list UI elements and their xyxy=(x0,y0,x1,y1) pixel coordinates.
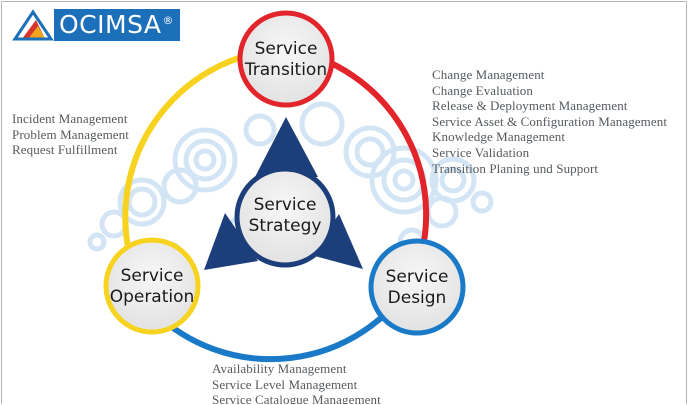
node-transition-circle xyxy=(237,10,335,108)
logo-wordmark: OCIMSA xyxy=(59,10,162,39)
list-item: Service Asset & Configuration Management xyxy=(432,113,668,129)
node-design-label: Service Design xyxy=(367,267,467,309)
node-operation-line1: Service xyxy=(120,266,184,286)
node-transition-line2: Transition xyxy=(244,60,328,80)
logo-mountain-icon xyxy=(12,9,54,41)
design-process-list: Availability Management Service Level Ma… xyxy=(212,361,381,404)
list-item: Incident Management xyxy=(12,111,128,126)
node-strategy-line1: Service xyxy=(253,195,317,215)
list-item: Service Catalogue Management xyxy=(212,392,381,404)
list-item: Release & Deployment Management xyxy=(432,98,628,114)
node-operation-circle xyxy=(103,237,201,335)
logo-trademark: ® xyxy=(162,14,175,27)
node-strategy-line2: Strategy xyxy=(248,216,322,236)
list-item: Availability Management xyxy=(212,361,347,376)
arrow-to-transition xyxy=(255,117,318,177)
list-item: Service Validation xyxy=(432,144,530,160)
list-item: Knowledge Management xyxy=(432,129,566,145)
list-item: Change Management xyxy=(432,67,545,82)
arrow-to-design xyxy=(311,214,363,269)
transition-process-list: Change Management Change Evaluation Rele… xyxy=(432,67,667,176)
arrow-to-operation xyxy=(204,213,258,270)
list-item: Change Evaluation xyxy=(432,82,533,98)
ocimsa-logo: OCIMSA® xyxy=(12,8,181,42)
node-transition-line1: Service xyxy=(254,39,318,59)
node-design-circle xyxy=(368,238,466,336)
list-item: Transition Planing und Support xyxy=(432,160,599,176)
node-operation-line2: Operation xyxy=(109,287,195,307)
node-strategy-circle xyxy=(234,166,336,268)
list-item: Request Fulfillment xyxy=(12,142,118,158)
node-transition-label: Service Transition xyxy=(236,39,336,81)
node-design-line2: Design xyxy=(387,288,447,308)
list-item: Service Level Management xyxy=(212,376,358,392)
list-item: Problem Management xyxy=(12,126,129,142)
operation-process-list: Incident Management Problem Management R… xyxy=(12,111,129,158)
node-strategy-label: Service Strategy xyxy=(235,195,335,237)
node-design-line1: Service xyxy=(385,267,449,287)
node-operation-label: Service Operation xyxy=(102,266,202,308)
